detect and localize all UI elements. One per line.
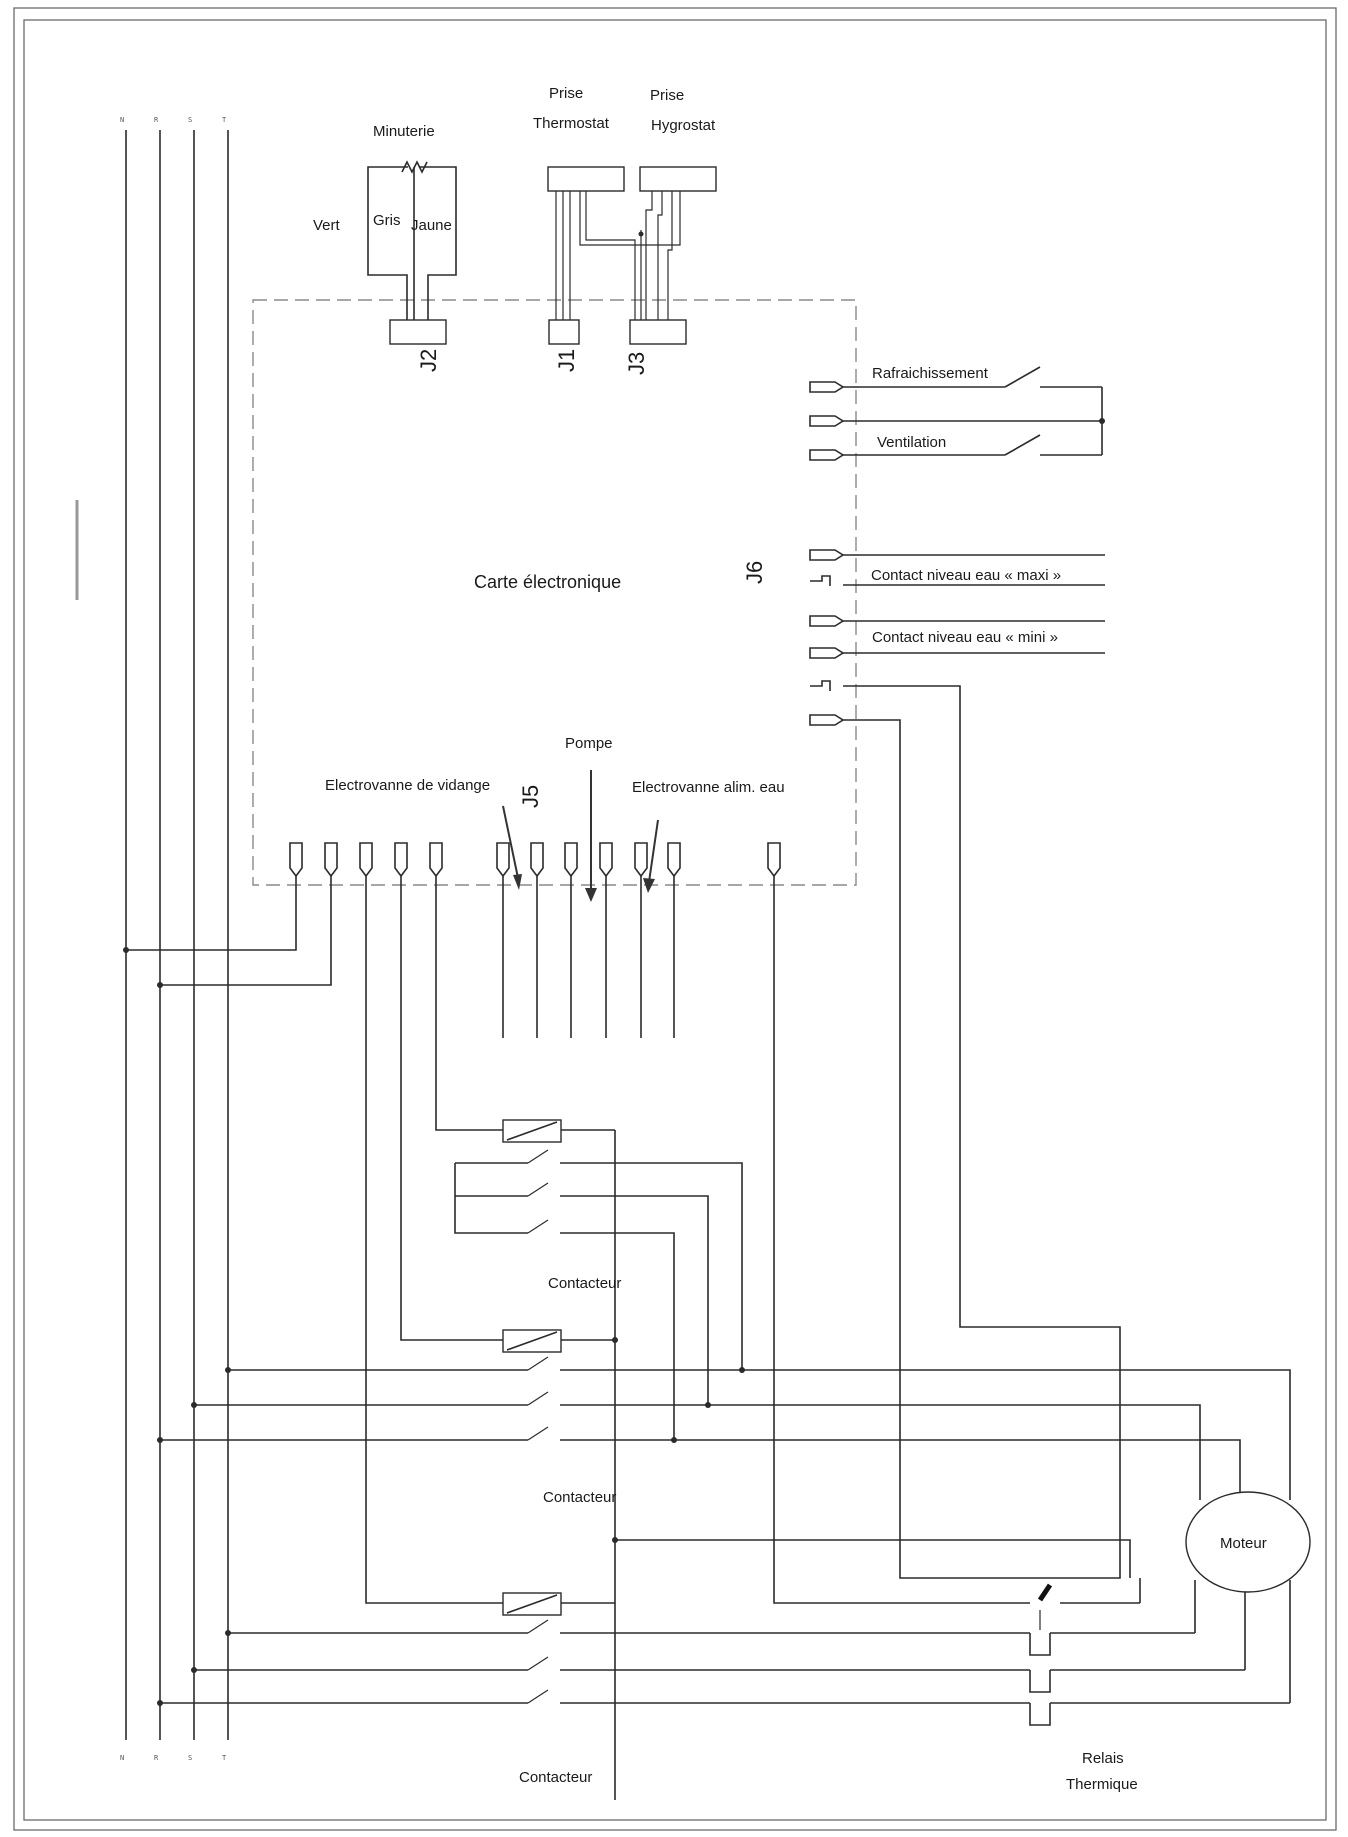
label-vert: Vert [313, 217, 341, 234]
label-contact-mini: Contact niveau eau « mini » [872, 629, 1058, 646]
svg-text:T: T [222, 1754, 227, 1762]
label-j6: J6 [742, 561, 767, 584]
label-electrovanne-vidange: Electrovanne de vidange [325, 777, 490, 794]
plug-thermostat [547, 166, 625, 192]
wire-markings: N R S T N R S T [120, 116, 227, 1762]
electronic-board-outline [252, 299, 857, 886]
label-pompe: Pompe [565, 735, 613, 752]
label-prise-thermostat-1: Prise [549, 85, 583, 102]
label-carte-electronique: Carte électronique [474, 572, 621, 592]
label-contact-maxi: Contact niveau eau « maxi » [871, 567, 1061, 584]
svg-text:R: R [154, 1754, 159, 1762]
svg-text:N: N [120, 116, 124, 124]
label-minuterie: Minuterie [373, 123, 435, 140]
svg-text:N: N [120, 1754, 124, 1762]
power-rails [125, 130, 229, 1740]
label-ventilation: Ventilation [877, 434, 946, 451]
label-gris: Gris [373, 212, 401, 229]
label-rafraichissement: Rafraichissement [872, 365, 989, 382]
label-contacteur-2: Contacteur [543, 1489, 616, 1506]
label-contacteur-1: Contacteur [548, 1275, 621, 1292]
svg-text:R: R [154, 116, 159, 124]
j5-connectors [289, 842, 781, 1038]
label-j5: J5 [518, 785, 543, 808]
contactor-2 [157, 1329, 1291, 1578]
plug-hygrostat [639, 166, 717, 192]
label-contacteur-3: Contacteur [519, 1769, 592, 1786]
label-j1: J1 [554, 349, 579, 372]
label-prise-thermostat-2: Thermostat [533, 115, 610, 132]
j5-to-rails [123, 876, 960, 1604]
motor-circle [1185, 1491, 1311, 1593]
label-thermique: Thermique [1066, 1776, 1138, 1793]
motor [1185, 1491, 1311, 1593]
label-electrovanne-alim: Electrovanne alim. eau [632, 779, 785, 796]
j6-switch-block [809, 366, 1105, 461]
connector-j3 [629, 319, 687, 345]
svg-text:S: S [188, 116, 192, 124]
label-jaune: Jaune [411, 217, 452, 234]
svg-text:T: T [222, 116, 227, 124]
label-j3: J3 [624, 352, 649, 375]
contactor-3 [157, 1592, 1030, 1706]
j6-level-contacts [809, 549, 1121, 1579]
thermostat-hygrostat-wiring [547, 166, 717, 345]
minuterie-wiring [367, 160, 457, 345]
outer-frame [13, 7, 1337, 1831]
label-moteur: Moteur [1220, 1535, 1267, 1552]
label-prise-hygrostat-1: Prise [650, 87, 684, 104]
label-prise-hygrostat-2: Hygrostat [651, 117, 716, 134]
svg-text:S: S [188, 1754, 192, 1762]
connector-j1 [548, 319, 580, 345]
label-arrows [502, 770, 659, 902]
inner-frame [23, 19, 1327, 1821]
label-relais: Relais [1082, 1750, 1124, 1767]
thermal-relay [955, 1577, 1291, 1726]
label-j2: J2 [416, 349, 441, 372]
contactor-1 [454, 1119, 743, 1800]
connector-j2 [389, 319, 447, 345]
